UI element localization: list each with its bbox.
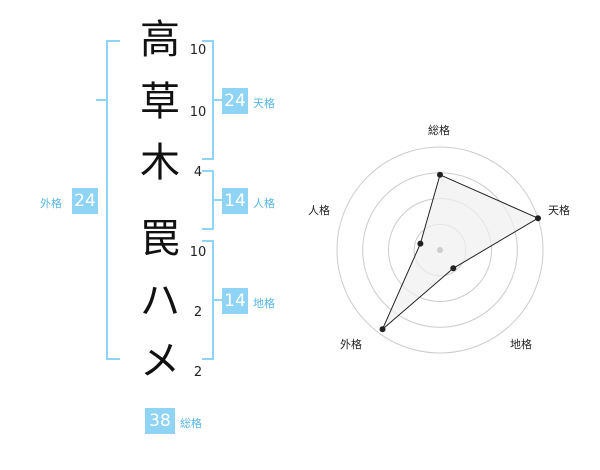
radar-point-3 — [450, 265, 457, 272]
jinkaku-connector — [214, 199, 222, 201]
tenkaku-value-badge: 24 — [222, 88, 248, 114]
name-char-1: 高 — [140, 17, 180, 63]
radar-point-1 — [437, 171, 443, 178]
radar-point-5 — [417, 240, 424, 247]
stroke-count-1: 10 — [189, 43, 207, 58]
jinkaku-bracket — [202, 170, 214, 230]
jinkaku-value-badge: 14 — [222, 188, 248, 214]
tenkaku-bracket — [202, 40, 214, 160]
name-char-3: 木 — [140, 140, 180, 186]
radar-ring-4 — [336, 146, 544, 354]
soukaku-label: 総格 — [180, 417, 202, 430]
chikaku-bracket — [202, 240, 214, 360]
chikaku-value-badge: 14 — [222, 288, 248, 314]
name-char-2: 草 — [140, 79, 180, 125]
name-char-4: 罠 — [140, 216, 180, 262]
stroke-count-3: 4 — [193, 165, 203, 180]
radar-axis-label-soukaku: 総格 — [428, 124, 450, 137]
stroke-count-4: 10 — [189, 245, 207, 260]
radar-axis-label-tenkaku: 天格 — [548, 204, 570, 217]
tenkaku-connector — [214, 99, 222, 101]
radar-axis-label-gaikaku: 外格 — [340, 338, 362, 351]
radar-point-2 — [535, 215, 541, 222]
gaikaku-bracket — [106, 40, 120, 360]
chikaku-connector — [214, 299, 222, 301]
radar-axis-label-chikaku: 地格 — [510, 338, 532, 351]
gaikaku-value-badge: 24 — [72, 188, 98, 214]
radar-center-dot — [437, 247, 443, 253]
name-char-5: ハ — [140, 278, 180, 324]
name-char-6: メ — [140, 338, 180, 384]
radar-axis-label-jinkaku: 人格 — [308, 204, 330, 217]
stroke-count-5: 2 — [193, 305, 203, 320]
gaikaku-bracket-tick — [96, 99, 106, 101]
tenkaku-label: 天格 — [253, 97, 275, 110]
soukaku-value-badge: 38 — [145, 408, 175, 434]
radar-data-points — [379, 171, 541, 333]
jinkaku-label: 人格 — [253, 197, 275, 210]
stroke-count-2: 10 — [189, 105, 207, 120]
gaikaku-label: 外格 — [40, 197, 62, 210]
chikaku-label: 地格 — [253, 297, 275, 310]
radar-data-polygon — [382, 174, 540, 330]
radar-point-4 — [379, 326, 386, 333]
stroke-count-6: 2 — [193, 365, 203, 380]
